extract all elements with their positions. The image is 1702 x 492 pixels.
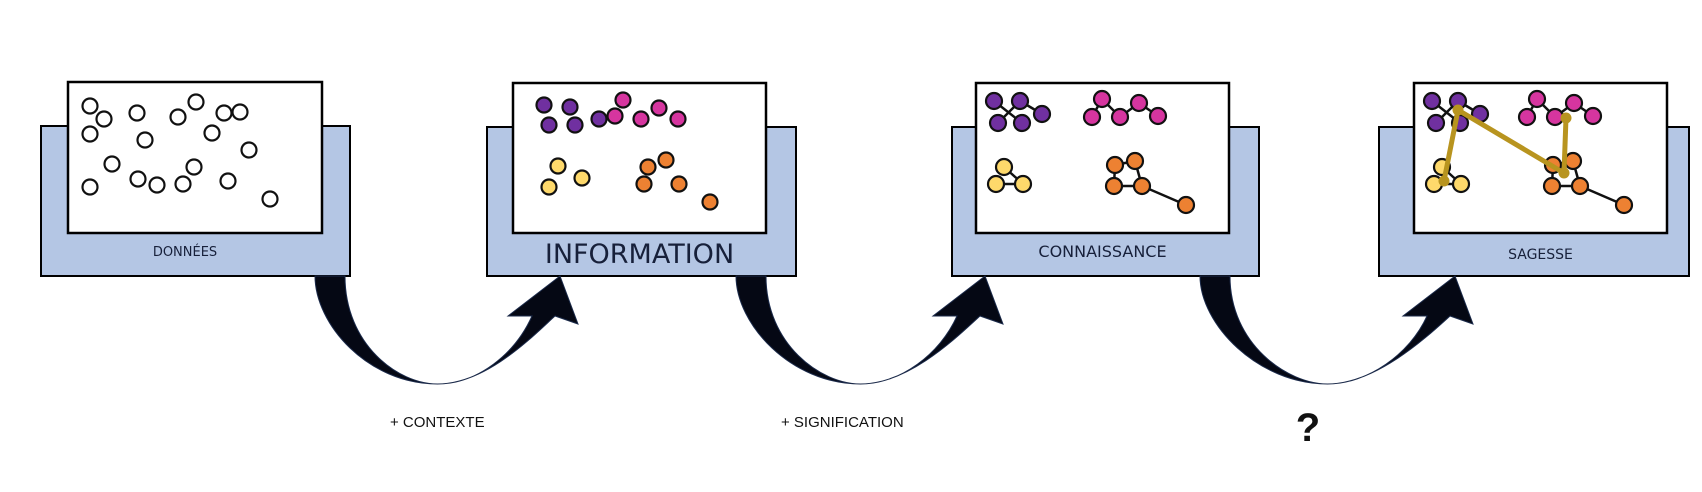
orange-node [1563,151,1583,171]
purple-node [1032,104,1052,124]
data-point [136,131,154,149]
data-point [81,125,99,143]
stage-information: INFORMATION [486,81,797,277]
data-point [81,97,99,115]
orange-node [639,158,657,176]
orange-node [1570,176,1590,196]
orange-node [1104,176,1124,196]
data-point [219,172,237,190]
stage-donnees: DONNÉES [40,80,351,277]
stage-connaissance: CONNAISSANCE [951,81,1260,277]
yellow-node [1013,174,1033,194]
orange-node [1176,195,1196,215]
wisdom-anchor [1438,175,1450,187]
wisdom-anchor [1560,112,1572,124]
stage-label-donnees: DONNÉES [153,244,217,260]
orange-node [635,175,653,193]
transition-label-contexte: + CONTEXTE [390,414,485,431]
data-point [231,103,249,121]
yellow-node [986,174,1006,194]
purple-node [1012,113,1032,133]
magenta-node [1110,107,1130,127]
transition-label-signification: + SIGNIFICATION [781,414,904,431]
yellow-node [573,169,591,187]
data-point [148,176,166,194]
orange-node [1542,176,1562,196]
data-point [203,124,221,142]
purple-node [1426,113,1446,133]
magenta-node [1092,89,1112,109]
magenta-node [1082,107,1102,127]
magenta-node [1564,93,1584,113]
orange-node [670,175,688,193]
stage-label-sagesse: SAGESSE [1508,247,1573,263]
magenta-node [606,107,624,125]
magenta-node [1148,106,1168,126]
data-point [215,104,233,122]
magenta-node [1129,93,1149,113]
yellow-node [994,157,1014,177]
purple-node [561,98,579,116]
purple-node [1422,91,1442,111]
transition-labels: + CONTEXTE + SIGNIFICATION ? [390,406,1320,450]
data-point [261,190,279,208]
purple-node [984,91,1004,111]
orange-node [701,193,719,211]
stage-label-information: INFORMATION [545,239,734,270]
wisdom-links [1438,104,1572,187]
yellow-node [549,157,567,175]
magenta-node [1583,106,1603,126]
data-point [187,93,205,111]
orange-node [657,151,675,169]
magenta-node [650,99,668,117]
data-point [169,108,187,126]
magenta-node [669,110,687,128]
magenta-node [632,110,650,128]
purple-node [566,116,584,134]
stage-content-information [535,91,719,211]
wisdom-anchor [1558,167,1570,179]
yellow-node [540,178,558,196]
data-point [103,155,121,173]
magenta-node [614,91,632,109]
arrow-connaissance-to-sagesse [1199,275,1474,385]
data-point [240,141,258,159]
curved-arrow-icon [314,275,579,385]
orange-node [1614,195,1634,215]
purple-node [590,110,608,128]
purple-node [1010,91,1030,111]
magenta-node [1527,89,1547,109]
orange-node [1132,176,1152,196]
data-point [129,170,147,188]
yellow-node [1451,174,1471,194]
purple-node [535,96,553,114]
data-point [95,110,113,128]
transition-arrows [314,275,1474,385]
stage-sagesse: SAGESSE [1378,81,1690,277]
stage-content-donnees [81,93,279,208]
wisdom-anchor [1452,104,1464,116]
arrow-information-to-connaissance [735,275,1004,385]
data-point [128,104,146,122]
magenta-node [1517,107,1537,127]
purple-node [540,116,558,134]
stage-content-connaissance [984,89,1196,215]
stage-label-connaissance: CONNAISSANCE [1038,242,1166,261]
orange-node [1125,151,1145,171]
stage-content-sagesse [1422,89,1634,215]
curved-arrow-icon [1199,275,1474,385]
data-point [174,175,192,193]
transition-label-question: ? [1296,406,1320,450]
purple-node [988,113,1008,133]
arrow-donnees-to-information [314,275,579,385]
orange-node [1105,155,1125,175]
stages: DONNÉES INFORMATION CONNAISSANCE SAGESSE [40,80,1690,277]
data-point [185,158,203,176]
data-point [81,178,99,196]
wisdom-link [1441,107,1569,184]
curved-arrow-icon [735,275,1004,385]
